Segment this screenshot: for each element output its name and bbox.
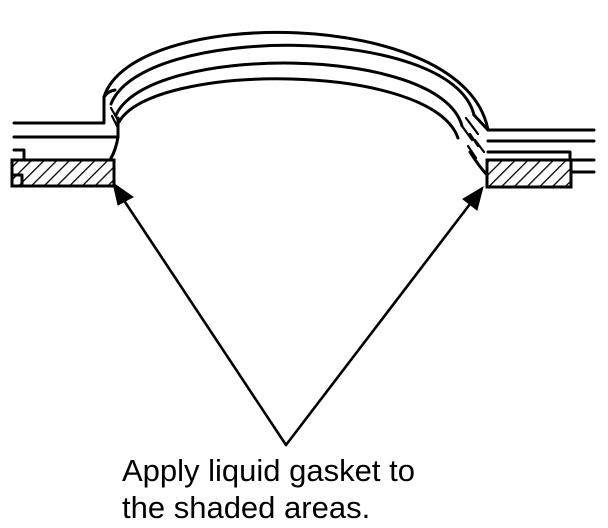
caption-line-1: Apply liquid gasket to (122, 453, 415, 488)
caption: Apply liquid gasket to the shaded areas. (122, 452, 415, 526)
right-shaded-area (485, 158, 573, 189)
cover-dome (102, 30, 490, 140)
right-arrow (284, 185, 484, 447)
left-arrow (112, 181, 288, 447)
right-flange (460, 113, 596, 189)
left-flange (10, 88, 121, 188)
left-shaded-area (10, 158, 116, 188)
caption-line-2: the shaded areas. (122, 490, 371, 525)
